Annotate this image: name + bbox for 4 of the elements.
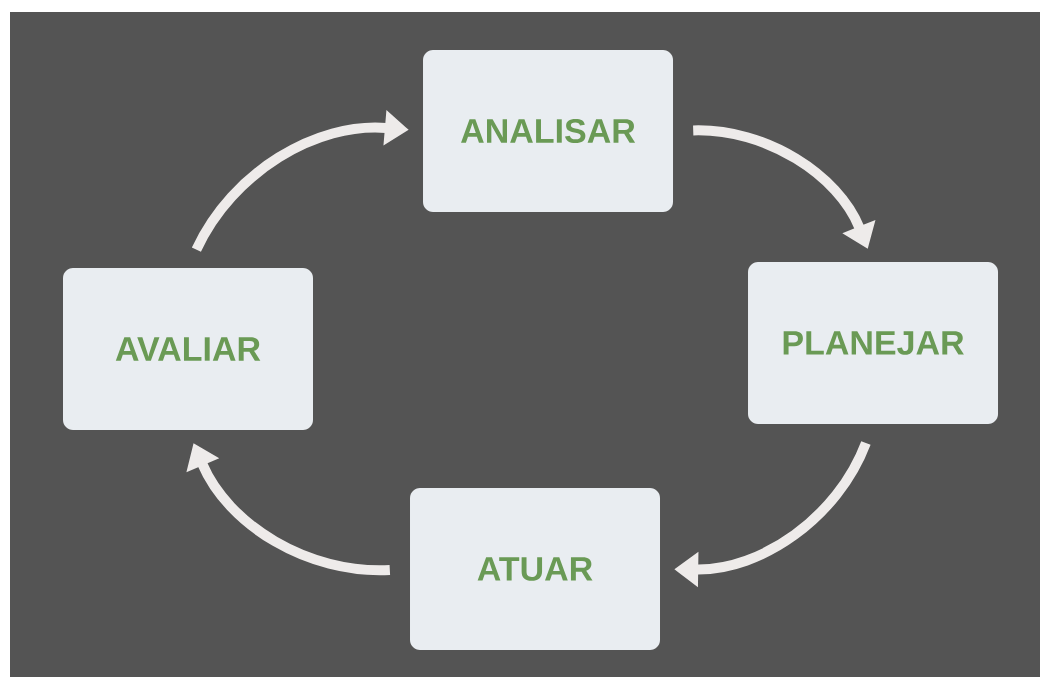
- process-box: ATUAR: [410, 488, 660, 650]
- process-box: ANALISAR: [423, 50, 673, 212]
- process-box: PLANEJAR: [748, 262, 998, 424]
- process-box: AVALIAR: [63, 268, 313, 430]
